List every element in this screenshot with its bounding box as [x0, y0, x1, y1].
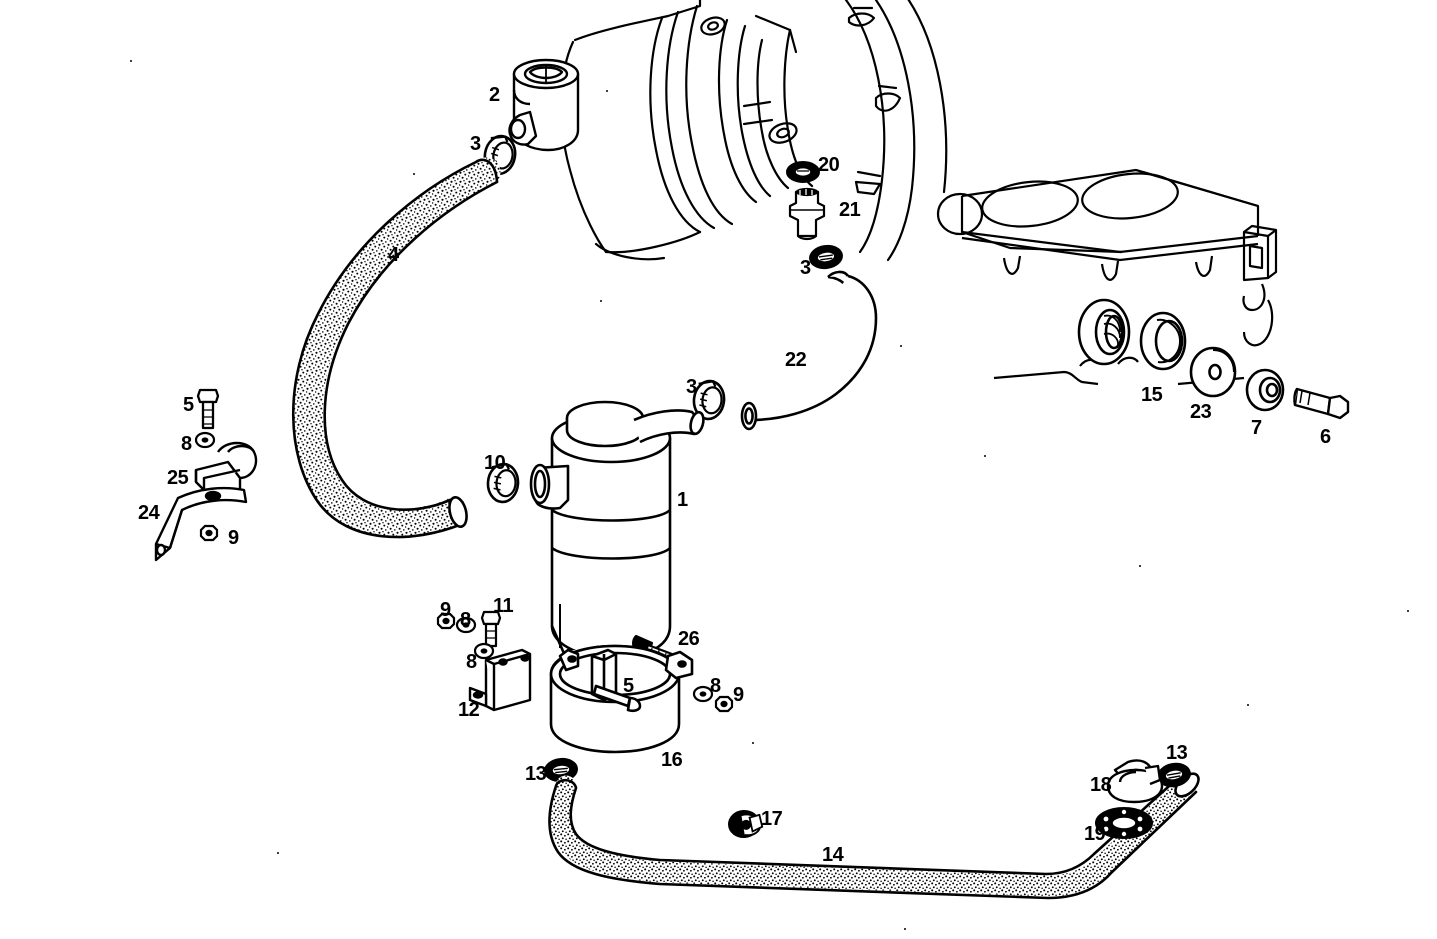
callout-number-3: 3	[470, 133, 481, 155]
callout-number-17: 17	[761, 808, 783, 830]
callout-number-23: 23	[1190, 401, 1212, 423]
scan-speck	[900, 345, 902, 347]
callout-number-14: 14	[822, 844, 844, 866]
callout-number-8: 8	[181, 433, 192, 455]
callout-number-5: 5	[183, 394, 194, 416]
callout-number-13: 13	[525, 763, 547, 785]
callout-number-8: 8	[460, 609, 471, 631]
callout-number-25: 25	[167, 467, 189, 489]
scan-speck	[606, 90, 608, 92]
callout-number-22: 22	[785, 349, 807, 371]
callout-number-2: 2	[489, 84, 500, 106]
scan-speck	[984, 455, 986, 457]
callout-number-9: 9	[440, 599, 451, 621]
callout-number-9: 9	[733, 684, 744, 706]
callout-number-26: 26	[678, 628, 700, 650]
callout-number-3: 3	[686, 376, 697, 398]
callout-number-15: 15	[1141, 384, 1163, 406]
scan-speck	[1407, 610, 1409, 612]
callout-number-1: 1	[677, 489, 688, 511]
scan-speck	[1247, 704, 1249, 706]
scan-speck	[130, 60, 132, 62]
callout-number-16: 16	[661, 749, 683, 771]
callout-number-19: 19	[1084, 823, 1106, 845]
scan-speck	[904, 928, 906, 930]
callout-number-9: 9	[228, 527, 239, 549]
callout-number-8: 8	[466, 651, 477, 673]
callout-number-4: 4	[388, 244, 399, 266]
scan-speck	[1139, 565, 1141, 567]
callout-number-24: 24	[138, 502, 160, 524]
scan-speck	[752, 742, 754, 744]
scan-speck	[600, 300, 602, 302]
callout-number-13: 13	[1166, 742, 1188, 764]
callout-number-20: 20	[818, 154, 840, 176]
callout-number-21: 21	[839, 199, 861, 221]
callout-number-18: 18	[1090, 774, 1112, 796]
callout-number-8: 8	[710, 675, 721, 697]
callout-number-6: 6	[1320, 426, 1331, 448]
scan-speck	[277, 852, 279, 854]
callout-number-7: 7	[1251, 417, 1262, 439]
callout-number-10: 10	[484, 452, 506, 474]
scan-speck	[413, 173, 415, 175]
callout-number-12: 12	[458, 699, 480, 721]
callout-number-3: 3	[800, 257, 811, 279]
callout-number-11: 11	[493, 595, 514, 617]
callout-number-5: 5	[623, 675, 634, 697]
